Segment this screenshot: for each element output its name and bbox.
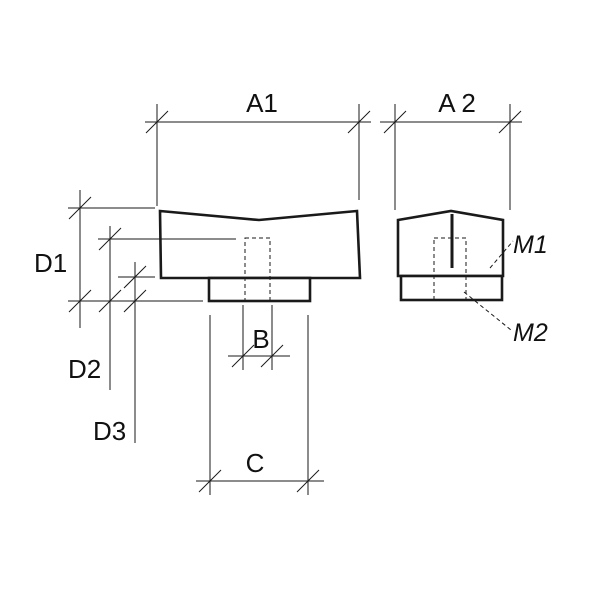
dimension-d3: D3	[93, 262, 155, 446]
knob-base	[207, 276, 312, 303]
dimension-a2: A 2	[380, 88, 522, 210]
d3-tick-top	[123, 265, 147, 289]
d2-tick-bottom	[98, 289, 122, 313]
d2-tick-top	[98, 227, 122, 251]
b-tick-left	[231, 344, 255, 368]
d1-tick-top	[68, 196, 92, 220]
a1-label: A1	[246, 88, 278, 118]
material-callouts: M1 M2	[463, 231, 548, 347]
d2-label: D2	[68, 354, 101, 384]
m2-leader	[463, 291, 512, 331]
dimension-c: C	[196, 315, 324, 495]
a1-tick-right	[347, 110, 371, 134]
knob-head	[158, 209, 362, 280]
dimension-b: B	[228, 305, 290, 370]
d3-label: D3	[93, 416, 126, 446]
dimension-a1: A1	[145, 88, 371, 206]
a1-tick-left	[145, 110, 169, 134]
c-tick-left	[198, 469, 222, 493]
a2-tick-left	[383, 110, 407, 134]
c-label: C	[246, 448, 265, 478]
hidden-bore	[244, 237, 271, 302]
knob-front-view	[396, 209, 505, 302]
c-tick-right	[296, 469, 320, 493]
d1-label: D1	[34, 248, 67, 278]
a2-label: A 2	[438, 88, 476, 118]
b-label: B	[252, 324, 269, 354]
d1-tick-bottom	[68, 289, 92, 313]
knob-side-view	[158, 209, 362, 303]
b-tick-right	[260, 344, 284, 368]
dimension-d2: D2	[68, 226, 236, 390]
m1-leader	[489, 240, 514, 269]
m1-label: M1	[513, 231, 548, 259]
m2-label: M2	[513, 319, 548, 347]
hidden-insert	[433, 237, 467, 301]
d3-tick-bottom	[123, 289, 147, 313]
knob-front-base	[399, 274, 504, 302]
a2-tick-right	[498, 110, 522, 134]
